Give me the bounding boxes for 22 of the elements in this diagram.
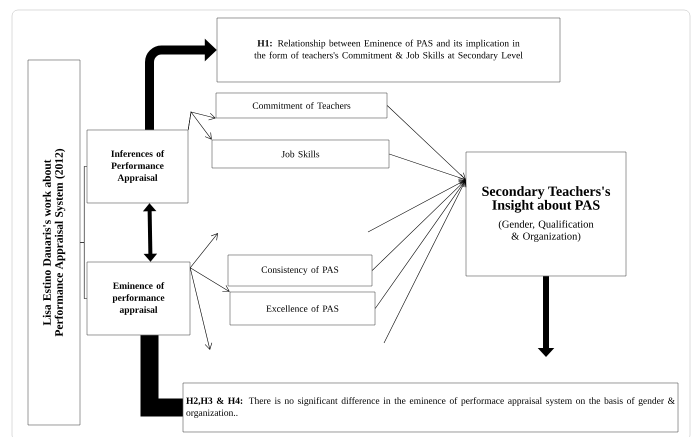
arrow (374, 180, 466, 309)
concept-box: Eminence of performance appraisal (86, 262, 190, 336)
arrow (190, 233, 218, 268)
block-connector (140, 335, 183, 416)
concept-box: Excellence of PAS (230, 292, 376, 326)
arrow (372, 180, 466, 271)
arrow (368, 180, 466, 232)
concept-box: Consistency of PAS (228, 254, 372, 286)
hypothesis-box: H2,H3 & H4: There is no significant difference in the eminence of performace appraisal system on the basis of gender & organization.. (182, 382, 678, 432)
arrow (190, 268, 212, 350)
arrow (384, 180, 466, 344)
concept-box: Inferences of Performance Appraisal (86, 130, 188, 204)
arrow (188, 111, 212, 140)
arrow (388, 154, 466, 182)
title-box: Lisa Estino Dauaris's work about Performance Appraisal System (2012) (28, 60, 80, 426)
hypothesis-box: H1: Relationship between Eminence of PAS and its implication in the form of teachers's Commitment & Job Skills at Secondary Level (216, 18, 560, 82)
connector-line (80, 242, 88, 299)
arrow (190, 268, 230, 292)
arrow (386, 105, 466, 180)
concept-box: Job Skills (212, 140, 390, 168)
insight-box: Secondary Teachers's Insight about PAS (Gender, Qualification & Organization) (466, 152, 626, 276)
concept-box: Commitment of Teachers (216, 92, 388, 118)
